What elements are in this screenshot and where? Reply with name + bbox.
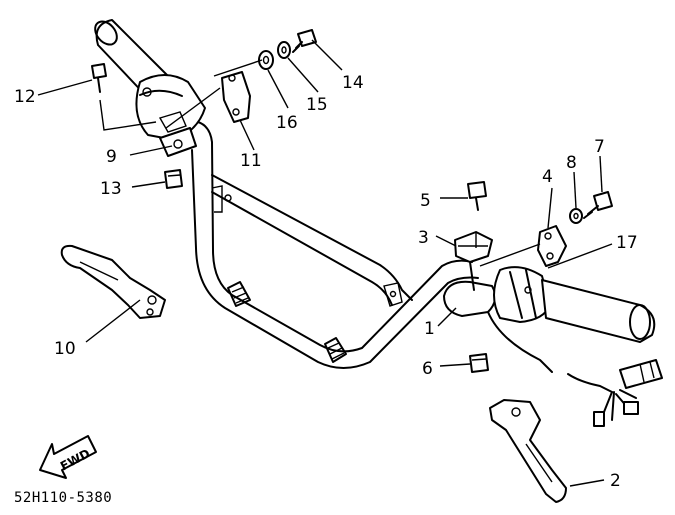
- lever-2: [489, 399, 567, 503]
- label-9: 9: [106, 147, 117, 167]
- washer-8: [569, 208, 583, 224]
- lever-holder-left: [159, 127, 197, 157]
- label-10: 10: [54, 339, 76, 359]
- drawing-code: 52H110-5380: [14, 490, 112, 506]
- label-13: 13: [100, 179, 122, 199]
- label-1: 1: [424, 319, 435, 339]
- label-3: 3: [418, 228, 429, 248]
- label-7: 7: [594, 137, 605, 157]
- washer-15: [277, 41, 291, 59]
- switch-cable: [567, 359, 663, 427]
- part-number-labels: 12 9 13 11 16 15 14 10 5 3 1 6 4 8 7 17 …: [14, 73, 638, 491]
- label-16: 16: [276, 113, 298, 133]
- label-4: 4: [542, 167, 553, 187]
- knurl-left: [227, 281, 251, 307]
- label-11: 11: [240, 151, 262, 171]
- label-5: 5: [420, 191, 431, 211]
- label-6: 6: [422, 359, 433, 379]
- throttle-housing: [135, 74, 206, 141]
- holder-11: [221, 71, 251, 123]
- bolt-12: [91, 63, 107, 93]
- clamp-3: [454, 231, 493, 263]
- label-2: 2: [610, 471, 621, 491]
- label-8: 8: [566, 153, 577, 173]
- label-14: 14: [342, 73, 364, 93]
- forward-arrow: FWD: [39, 435, 97, 479]
- lever-10: [60, 244, 166, 319]
- handlebar: [184, 121, 479, 369]
- switch-housing: [493, 266, 551, 323]
- screw-7: [583, 191, 613, 219]
- label-15: 15: [306, 95, 328, 115]
- right-grip: [541, 279, 656, 343]
- nut-6: [469, 353, 489, 373]
- label-12: 12: [14, 87, 36, 107]
- bolt-5: [467, 181, 487, 211]
- washer-16: [258, 50, 274, 70]
- label-17: 17: [616, 233, 638, 253]
- leader-lines: [37, 39, 613, 487]
- holder-4: [537, 225, 567, 267]
- screw-14: [292, 29, 317, 53]
- nut-13: [164, 169, 183, 189]
- knurl-right: [324, 337, 347, 363]
